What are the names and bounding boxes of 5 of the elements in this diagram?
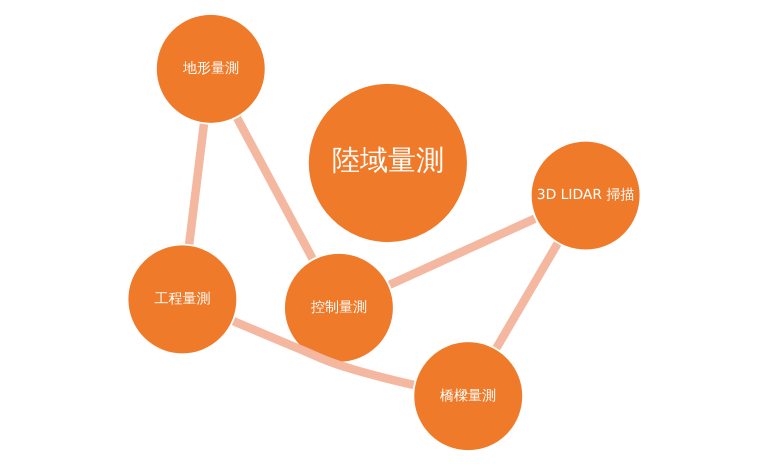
connector: [492, 240, 562, 350]
connector: [388, 214, 537, 288]
connector: [232, 316, 415, 389]
connector: [233, 116, 316, 260]
connector: [184, 123, 208, 244]
